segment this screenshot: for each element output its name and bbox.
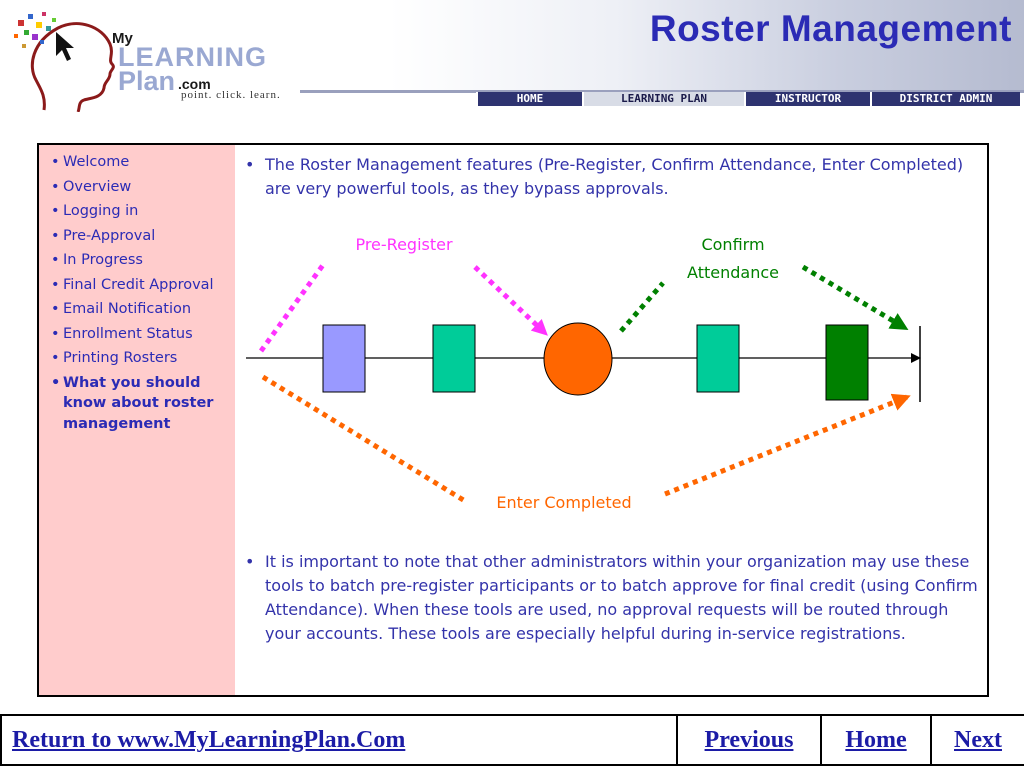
footer-cell-home: Home: [822, 716, 932, 764]
logo-com-text: .com: [178, 76, 211, 92]
nav-district-admin[interactable]: DISTRICT ADMIN: [870, 92, 1020, 106]
label-enter-completed: Enter Completed: [496, 493, 632, 512]
enter-completed-left-line: [261, 374, 467, 504]
stage-box-teal-2: [696, 324, 740, 393]
top-nav-bar: HOME LEARNING PLAN INSTRUCTOR DISTRICT A…: [300, 90, 1024, 108]
label-attendance: Attendance: [687, 263, 779, 282]
content-area: • The Roster Management features (Pre-Re…: [235, 145, 987, 695]
nav-instructor[interactable]: INSTRUCTOR: [744, 92, 870, 106]
sidebar-item-pre-approval[interactable]: Pre-Approval: [39, 226, 235, 247]
intro-paragraph: • The Roster Management features (Pre-Re…: [245, 153, 985, 201]
note-paragraph: • It is important to note that other adm…: [245, 550, 985, 646]
sidebar-item-email-notification[interactable]: Email Notification: [39, 299, 235, 320]
nav-learning-plan[interactable]: LEARNING PLAN: [582, 92, 744, 106]
sidebar-item-printing-rosters[interactable]: Printing Rosters: [39, 348, 235, 369]
sidebar-item-in-progress[interactable]: In Progress: [39, 250, 235, 271]
nav-divider-line: [300, 90, 1024, 93]
header-gradient: [0, 0, 1024, 92]
sidebar-item-overview[interactable]: Overview: [39, 177, 235, 198]
sidebar-item-logging-in[interactable]: Logging in: [39, 201, 235, 222]
stage-box-lavender: [322, 324, 366, 393]
bullet-icon: •: [245, 552, 255, 571]
return-to-site-link[interactable]: Return to www.MyLearningPlan.Com: [12, 726, 406, 753]
logo-my-text: My: [112, 30, 133, 47]
stage-circle: [543, 322, 613, 396]
pre-register-arrow: [473, 265, 548, 336]
sidebar-item-final-credit-approval[interactable]: Final Credit Approval: [39, 275, 235, 296]
label-confirm: Confirm: [701, 235, 765, 254]
footer-cell-return: Return to www.MyLearningPlan.Com: [2, 716, 678, 764]
roster-process-diagram: [246, 263, 921, 504]
footer-nav: Return to www.MyLearningPlan.Com Previou…: [0, 714, 1024, 766]
sidebar-item-enrollment-status[interactable]: Enrollment Status: [39, 324, 235, 345]
sidebar-item-welcome[interactable]: Welcome: [39, 152, 235, 173]
header: My LEARNING Plan .com point. click. lear…: [0, 0, 1024, 118]
intro-text: The Roster Management features (Pre-Regi…: [265, 155, 964, 198]
logo-plan-text: Plan: [118, 66, 176, 96]
main-content-box: Welcome Overview Logging in Pre-Approval…: [37, 143, 989, 697]
sidebar: Welcome Overview Logging in Pre-Approval…: [39, 145, 235, 695]
logo-learning-text: LEARNING: [118, 42, 267, 72]
page-title: Roster Management: [649, 8, 1012, 49]
logo-tagline: point. click. learn.: [181, 89, 281, 101]
next-link[interactable]: Next: [954, 726, 1002, 753]
nav-home[interactable]: HOME: [476, 92, 582, 106]
stage-box-green: [825, 324, 869, 401]
footer-cell-next: Next: [932, 716, 1024, 764]
confirm-arrow: [801, 264, 909, 331]
sidebar-menu: Welcome Overview Logging in Pre-Approval…: [39, 145, 235, 434]
logo-head-icon: [14, 12, 115, 112]
enter-completed-arrow: [664, 393, 911, 497]
previous-link[interactable]: Previous: [704, 726, 794, 753]
stage-box-teal-1: [432, 324, 476, 393]
confirm-left-line: [619, 281, 665, 333]
home-link[interactable]: Home: [845, 726, 907, 753]
pre-register-left-line: [258, 263, 326, 353]
bullet-icon: •: [245, 155, 255, 174]
label-pre-register: Pre-Register: [355, 235, 453, 254]
note-text: It is important to note that other admin…: [265, 552, 978, 643]
sidebar-item-roster-management[interactable]: What you should know about roster manage…: [39, 373, 235, 435]
mylearningplan-logo[interactable]: My LEARNING Plan .com point. click. lear…: [6, 4, 316, 112]
footer-cell-previous: Previous: [678, 716, 822, 764]
